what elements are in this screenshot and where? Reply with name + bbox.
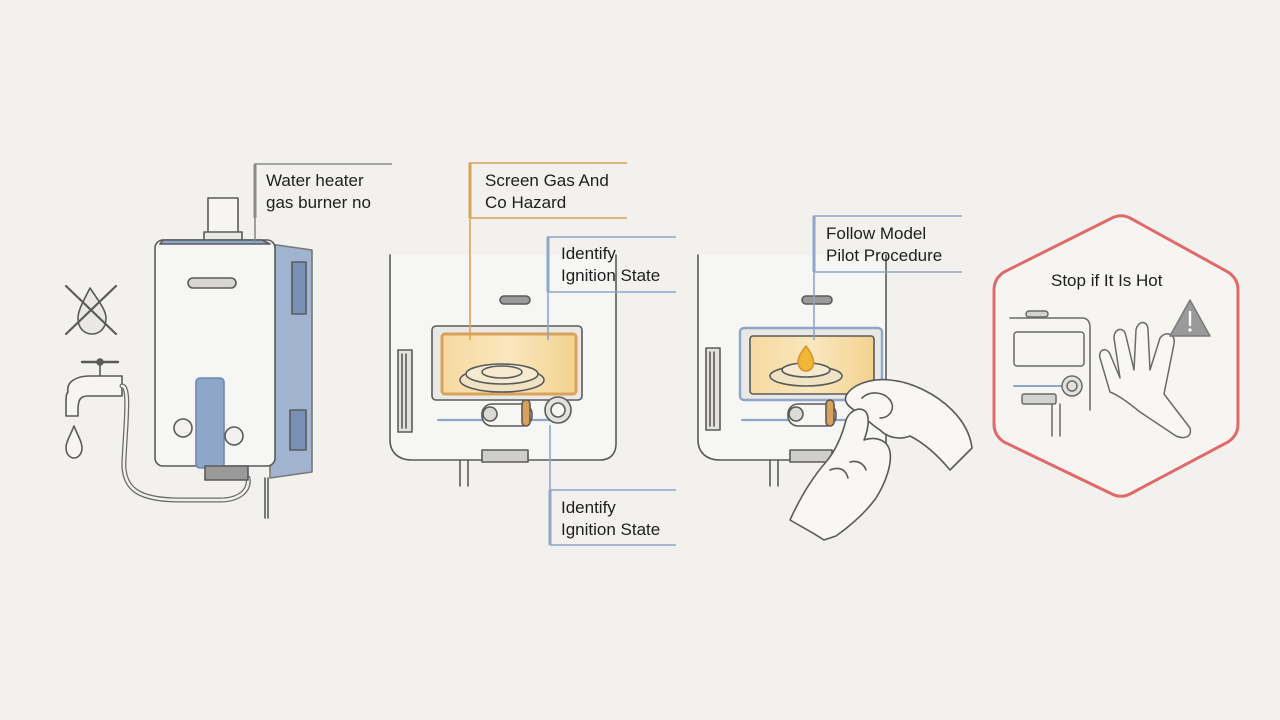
callout-screen-gas-line1: Screen Gas And [485,171,609,190]
callout-identify-bottom: Identify Ignition State [551,497,660,541]
panel-burner-inspection [389,254,617,487]
callout-follow-model-line2: Pilot Procedure [826,246,943,265]
callout-follow-model-line1: Follow Model [826,224,927,243]
callout-screen-gas: Screen Gas And Co Hazard [475,170,609,214]
panel-water-heater [64,197,313,519]
flame-icon [797,345,815,372]
callout-water-heater-line2: gas burner no [266,193,371,212]
hand-icon [789,378,973,541]
callout-identify-bottom-line2: Ignition State [561,520,661,539]
warning-triangle-icon [1169,299,1211,337]
callout-follow-model: Follow Model Pilot Procedure [816,223,942,267]
stop-hot-label: Stop if It Is Hot [1051,271,1163,290]
callout-identify-bottom-line1: Identify [561,498,616,517]
panel-pilot-lighting [697,254,973,541]
callout-water-heater-line1: Water heater [266,171,364,190]
callout-identify-top-line2: Ignition State [561,266,661,285]
callout-screen-gas-line2: Co Hazard [485,193,567,212]
callout-water-heater: Water heater gas burner no [256,170,371,214]
faucet-icon [65,358,123,417]
water-drop-icon [65,425,83,459]
callout-identify-top-line1: Identify [561,244,616,263]
callout-leaders [253,162,962,546]
panel-stop-hot [992,214,1240,498]
callout-identify-top: Identify Ignition State [551,243,660,287]
no-water-drop-icon [64,284,118,336]
